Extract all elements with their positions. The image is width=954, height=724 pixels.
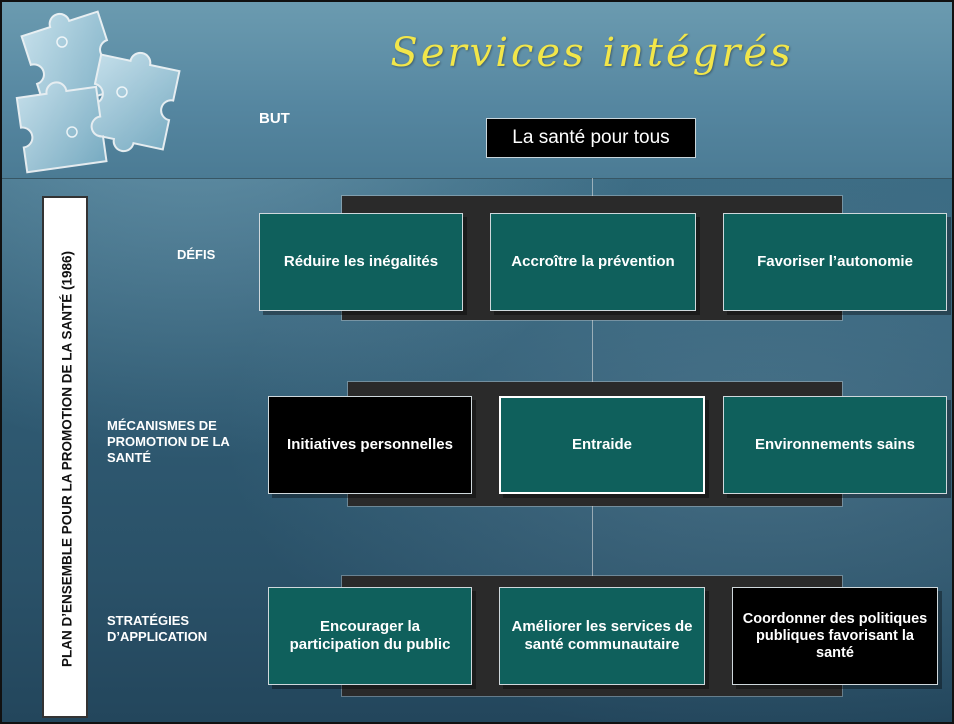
side-label: PLAN D’ENSEMBLE POUR LA PROMOTION DE LA … — [59, 250, 75, 668]
mechanism-box: Entraide — [499, 396, 705, 494]
mechanism-box: Environnements sains — [723, 396, 947, 494]
slide-title: Services intégrés — [390, 30, 794, 76]
goal-box: La santé pour tous — [486, 118, 696, 158]
mechanism-box: Initiatives personnelles — [268, 396, 472, 494]
challenge-box: Réduire les inégalités — [259, 213, 463, 311]
challenge-box: Favoriser l’autonomie — [723, 213, 947, 311]
strategy-box: Améliorer les services de santé communau… — [499, 587, 705, 685]
strategy-box: Encourager la participation du public — [268, 587, 472, 685]
row-label-mecanismes: MÉCANISMES DE PROMOTION DE LA SANTÉ — [107, 418, 230, 465]
strategy-box: Coordonner des politiques publiques favo… — [732, 587, 938, 685]
side-label-frame: PLAN D’ENSEMBLE POUR LA PROMOTION DE LA … — [42, 196, 88, 718]
goal-label: BUT — [259, 110, 290, 127]
puzzle-pieces-icon — [15, 10, 181, 174]
row-label-defis: DÉFIS — [177, 247, 216, 262]
row-label-strategies: STRATÉGIES D’APPLICATION — [107, 613, 208, 644]
challenge-box: Accroître la prévention — [490, 213, 696, 311]
